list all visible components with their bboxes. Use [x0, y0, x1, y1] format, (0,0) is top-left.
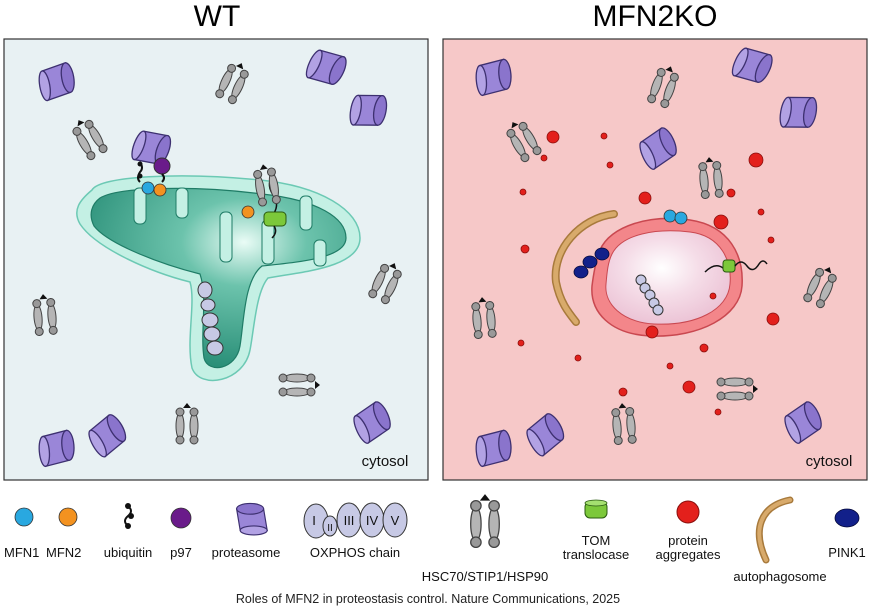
legend-p97-label: p97 [170, 545, 192, 560]
mfn2ko-panel-title: MFN2KO [592, 0, 717, 33]
wt-panel-title: WT [194, 0, 241, 33]
legend-mfn2-label: MFN2 [46, 545, 81, 560]
legend-mfn2-swatch [58, 507, 78, 527]
ko-protein-aggregates [517, 130, 780, 416]
legend-autophagosome-icon [755, 496, 794, 564]
legend-oxphos-icon [303, 502, 408, 539]
legend-tom-icon [584, 499, 608, 519]
oxphos-complex-i: I [312, 513, 316, 528]
wt-cytosol-label: cytosol [362, 453, 409, 470]
legend-ubiquitin-icon [124, 503, 134, 529]
ko-mfn1 [663, 209, 677, 223]
legend: MFN1 MFN2 ubiquitin p97 proteasome I II … [4, 493, 866, 584]
legend-tom-label-line2: translocase [563, 547, 629, 562]
legend-oxphos-label: OXPHOS chain [310, 545, 400, 560]
oxphos-complex-ii: II [327, 523, 333, 534]
ko-mitochondrion [591, 217, 743, 337]
legend-autophagosome-label: autophagosome [733, 569, 826, 584]
wt-panel: cytosol [3, 38, 429, 481]
oxphos-complex-iii: III [344, 513, 355, 528]
ko-cytosol-label: cytosol [806, 453, 853, 470]
wt-mitochondrion [76, 175, 361, 382]
legend-mfn1-swatch [14, 507, 34, 527]
legend-chaperone-icon [470, 493, 500, 549]
legend-p97-swatch [170, 507, 192, 529]
oxphos-complex-v: V [391, 513, 400, 528]
legend-mfn1-label: MFN1 [4, 545, 39, 560]
legend-proteasome-icon [236, 502, 268, 536]
oxphos-complex-iv: IV [366, 513, 379, 528]
ko-pink1 [573, 247, 610, 279]
legend-aggregate-swatch [676, 500, 700, 524]
wt-mfn-complex [128, 125, 287, 239]
legend-pink1-label: PINK1 [828, 545, 866, 560]
legend-pink1-swatch [834, 508, 860, 528]
legend-aggregates-label-line1: protein [668, 533, 708, 548]
legend-aggregates-label-line2: aggregates [655, 547, 721, 562]
legend-proteasome-label: proteasome [212, 545, 281, 560]
legend-chaperone-label: HSC70/STIP1/HSP90 [422, 569, 548, 584]
legend-ubiquitin-label: ubiquitin [104, 545, 152, 560]
ko-tom [704, 259, 768, 273]
figure-caption: Roles of MFN2 in proteostasis control. N… [236, 592, 620, 606]
legend-tom-label-line1: TOM [582, 533, 611, 548]
mfn2ko-panel: cytosol [442, 38, 868, 481]
